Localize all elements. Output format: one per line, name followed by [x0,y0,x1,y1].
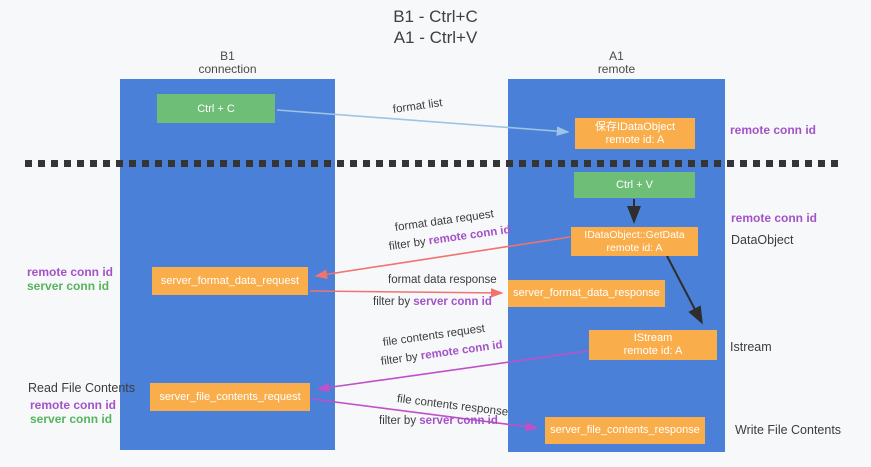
server-file-contents-request-label: server_file_contents_request [159,390,301,403]
server-format-data-request-box: server_format_data_request [152,267,308,295]
filter-by-server-2: filter by server conn id [379,415,498,427]
dataobject-label: DataObject [731,233,794,247]
istream-line1: IStream [633,332,673,344]
istream-box: IStream remote id: A [589,330,717,360]
title-line-2: A1 - Ctrl+V [393,28,478,47]
istream-line2: remote id: A [623,345,683,357]
a1-name: A1 [609,49,624,63]
left-remote-conn-id-2: remote conn id [30,398,117,412]
istream-label: Istream [730,340,772,354]
b1-column-header: B1 connection [120,50,335,76]
idataobject-getdata-box: IDataObject::GetData remote id: A [571,227,698,256]
server-format-data-response-box: server_format_data_response [508,280,665,307]
remote-conn-id-text: remote conn id [420,338,504,363]
right-remote-conn-id-1: remote conn id [730,123,817,137]
save-idataobject-line2: remote id: A [605,133,665,146]
format-data-response-arrow [309,288,504,298]
server-file-contents-request-box: server_file_contents_request [150,383,310,411]
ctrl-c-box: Ctrl + C [157,94,275,123]
a1-column-header: A1 remote [508,50,725,76]
server-format-data-response-label: server_format_data_response [513,287,660,299]
a1-role: remote [597,62,636,76]
left-server-conn-id-2: server conn id [30,412,113,426]
filter-by-text: filter by [373,296,411,308]
left-server-conn-id-1: server conn id [27,279,110,293]
getdata-line2: remote id: A [606,241,663,254]
ctrl-c-label: Ctrl + C [197,102,235,115]
server-conn-id-text: server conn id [419,415,498,427]
format-list-annotation: format list [392,97,444,116]
ctrl-v-label: Ctrl + V [616,179,653,191]
ctrl-v-box: Ctrl + V [574,172,695,198]
b1-role: connection [198,62,257,76]
right-remote-conn-id-2: remote conn id [731,211,818,225]
b1-name: B1 [220,49,235,63]
diagram-title: B1 - Ctrl+C A1 - Ctrl+V [0,6,871,48]
filter-by-text: filter by [388,235,427,253]
write-file-contents-label: Write File Contents [735,423,842,437]
filter-by-text: filter by [380,350,419,368]
filter-by-server-1: filter by server conn id [373,296,492,308]
title-line-1: B1 - Ctrl+C [393,7,478,26]
format-data-response-annotation: format data response [388,274,497,286]
left-remote-conn-id-1: remote conn id [27,265,114,279]
server-file-contents-response-label: server_file_contents_response [550,424,700,436]
phase-separator-dashed-line [25,160,838,167]
server-format-data-request-label: server_format_data_request [160,274,300,287]
server-conn-id-text: server conn id [413,296,492,308]
server-file-contents-response-box: server_file_contents_response [545,417,705,444]
save-idataobject-line1: 保存IDataObject [594,120,676,133]
save-idataobject-box: 保存IDataObject remote id: A [575,118,695,149]
filter-by-text: filter by [379,415,417,427]
read-file-contents-label: Read File Contents [28,381,136,395]
getdata-line1: IDataObject::GetData [584,228,685,241]
